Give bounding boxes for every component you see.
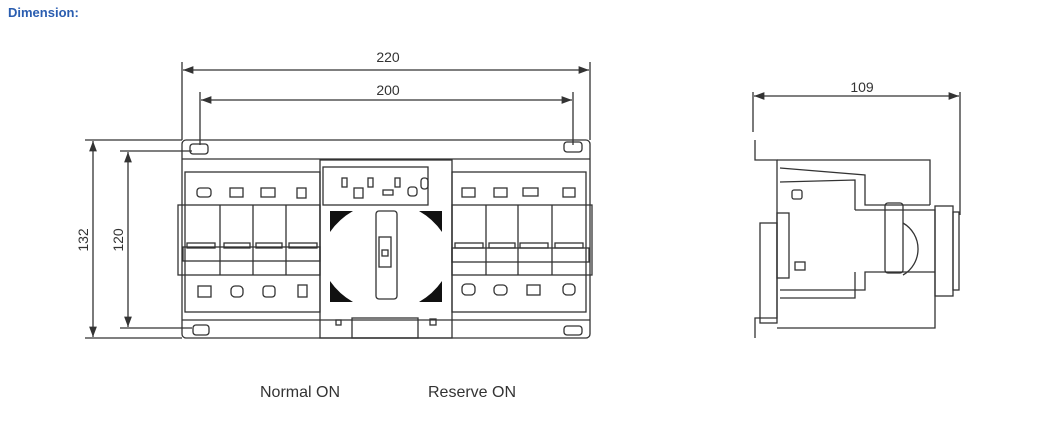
side-view [754, 140, 960, 338]
dimension-220: 220 [181, 49, 591, 140]
mounting-hole [189, 143, 209, 155]
mounting-hole [563, 141, 583, 153]
dim-label-220: 220 [376, 49, 400, 65]
transfer-switch-module [319, 159, 453, 339]
terminal-symbols [196, 187, 576, 298]
dimension-120: 120 [110, 150, 192, 329]
dimension-132: 132 [75, 139, 182, 339]
reserve-breaker-bank [451, 171, 593, 313]
normal-breaker-bank [177, 171, 321, 313]
dimension-200: 200 [199, 82, 574, 145]
section-title: Dimension: [8, 5, 79, 20]
mounting-hole [192, 324, 210, 336]
dim-label-132: 132 [75, 228, 91, 252]
dimension-109: 109 [752, 79, 961, 215]
switch-handle [375, 210, 398, 300]
label-reserve-on: Reserve ON [428, 384, 516, 401]
dim-label-120: 120 [110, 228, 126, 252]
dim-label-200: 200 [376, 82, 400, 98]
label-normal-on: Normal ON [260, 384, 340, 401]
front-view [177, 139, 593, 339]
dim-label-109: 109 [850, 79, 874, 95]
mounting-hole [563, 325, 583, 336]
